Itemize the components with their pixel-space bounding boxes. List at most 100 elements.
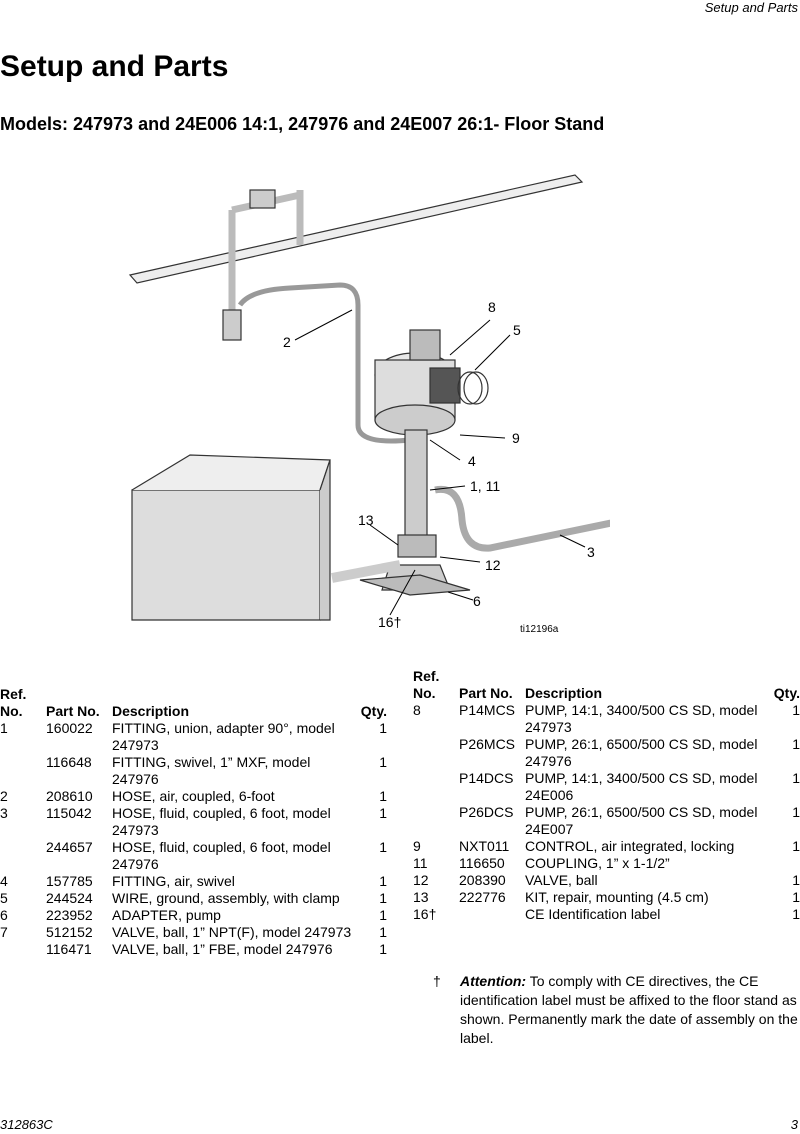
qty-cell: 1: [792, 872, 800, 888]
description-cell: CONTROL, air integrated, locking: [525, 838, 735, 854]
description-cell: CE Identification label: [525, 906, 661, 922]
qty-cell: 1: [379, 788, 387, 804]
part-no-cell: 116648: [46, 754, 92, 770]
description-cell: PUMP, 26:1, 6500/500 CS SD, model 247976: [525, 736, 758, 769]
description-cell: KIT, repair, mounting (4.5 cm): [525, 889, 709, 905]
qty-header: Qty.: [360, 703, 387, 719]
qty-cell: 1: [379, 839, 387, 855]
document-number: 312863C: [0, 1117, 53, 1132]
qty-cell: 1: [792, 804, 800, 820]
part-no-cell: P26MCS: [459, 736, 516, 752]
attention-text: To comply with CE directives, the CE ide…: [460, 973, 798, 1046]
qty-cell: 1: [792, 906, 800, 922]
qty-cell: 1: [379, 754, 387, 770]
qty-cell: 1: [792, 838, 800, 854]
description-header: Description: [525, 685, 603, 701]
ref-cell: 9: [413, 838, 421, 854]
qty-cell: 1: [379, 720, 387, 736]
callout-6: 6: [473, 593, 481, 609]
ref-cell: 5: [0, 890, 8, 906]
table-row: 9 NXT011 CONTROL, air integrated, locking 1: [413, 838, 800, 855]
ref-cell: [413, 770, 459, 804]
part-no-cell: P14MCS: [459, 702, 516, 718]
ref-cell: 4: [0, 873, 8, 889]
table-row: 116648 FITTING, swivel, 1” MXF, model 247…: [0, 754, 387, 788]
table-row: 13 222776 KIT, repair, mounting (4.5 cm) 1: [413, 889, 800, 906]
callout-12: 12: [485, 557, 501, 573]
part-no-cell: P14DCS: [459, 770, 514, 786]
ref-cell: 6: [0, 907, 8, 923]
description-cell: ADAPTER, pump: [112, 907, 221, 923]
part-no-cell: 160022: [46, 720, 93, 736]
part-no-cell: P26DCS: [459, 804, 514, 820]
part-no-cell: 222776: [459, 889, 506, 905]
table-row: 2 208610 HOSE, air, coupled, 6-foot 1: [0, 788, 387, 805]
description-header: Description: [112, 703, 190, 719]
parts-rows-right: 8 P14MCS PUMP, 14:1, 3400/500 CS SD, model…: [413, 702, 800, 923]
qty-cell: 1: [379, 890, 387, 906]
callout-5: 5: [513, 322, 521, 338]
qty-cell: 1: [379, 924, 387, 940]
description-cell: FITTING, swivel, 1” MXF, model 247976: [112, 754, 311, 787]
part-no-cell: 116471: [46, 941, 92, 957]
callout-13: 13: [358, 512, 374, 528]
part-no-cell: 223952: [46, 907, 93, 923]
ref-cell: 1: [0, 720, 8, 736]
qty-cell: 1: [379, 805, 387, 821]
description-cell: WIRE, ground, assembly, with clamp: [112, 890, 340, 906]
ref-cell: 2: [0, 788, 8, 804]
ref-cell: [413, 736, 459, 770]
page-title: Setup and Parts: [0, 50, 229, 83]
ref-cell: 16†: [413, 906, 437, 922]
ref-cell: 13: [413, 889, 429, 905]
part-no-cell: NXT011: [459, 838, 510, 854]
ref-no-header: Ref.No.: [413, 668, 440, 701]
ref-cell: 8: [413, 702, 421, 718]
qty-cell: [770, 855, 800, 872]
dagger-symbol: †: [433, 973, 441, 989]
part-no-cell: 512152: [46, 924, 93, 940]
qty-cell: 1: [792, 770, 800, 786]
description-cell: PUMP, 14:1, 3400/500 CS SD, model 24E006: [525, 770, 758, 803]
callout-1-11: 1, 11: [470, 478, 500, 494]
ref-no-header: Ref.No.: [0, 686, 27, 719]
ref-cell: [413, 804, 459, 838]
table-row: 16† CE Identification label 1: [413, 906, 800, 923]
table-row: P14DCS PUMP, 14:1, 3400/500 CS SD, model …: [413, 770, 800, 804]
description-cell: HOSE, air, coupled, 6-foot: [112, 788, 275, 804]
qty-cell: 1: [379, 941, 387, 957]
callout-2: 2: [283, 334, 291, 350]
floor-stand-illustration: 8 5 2 9 4 1, 11 7 13 3 12 6 16† ti12196a: [128, 174, 610, 635]
ref-cell: [0, 839, 46, 873]
description-cell: VALVE, ball: [525, 872, 598, 888]
figure-id: ti12196a: [520, 624, 559, 635]
part-no-cell: 208610: [46, 788, 93, 804]
part-no-cell: 208390: [459, 872, 506, 888]
table-row: P26MCS PUMP, 26:1, 6500/500 CS SD, model …: [413, 736, 800, 770]
qty-cell: 1: [792, 889, 800, 905]
attention-label: Attention:: [460, 973, 527, 989]
running-header: Setup and Parts: [704, 0, 798, 15]
qty-header: Qty.: [773, 685, 800, 701]
ref-cell: 3: [0, 805, 8, 821]
part-no-cell: 116650: [459, 855, 505, 871]
ce-attention-note: † Attention: To comply with CE directive…: [413, 972, 800, 1048]
part-no-header: Part No.: [46, 703, 100, 719]
description-cell: HOSE, fluid, coupled, 6 foot, model 2479…: [112, 805, 331, 838]
qty-cell: 1: [379, 873, 387, 889]
parts-table-left: Ref.No. Part No. Description Qty. 1 16002…: [0, 686, 387, 958]
ref-cell: [0, 754, 46, 788]
callout-4: 4: [468, 453, 476, 469]
qty-cell: 1: [792, 702, 800, 718]
